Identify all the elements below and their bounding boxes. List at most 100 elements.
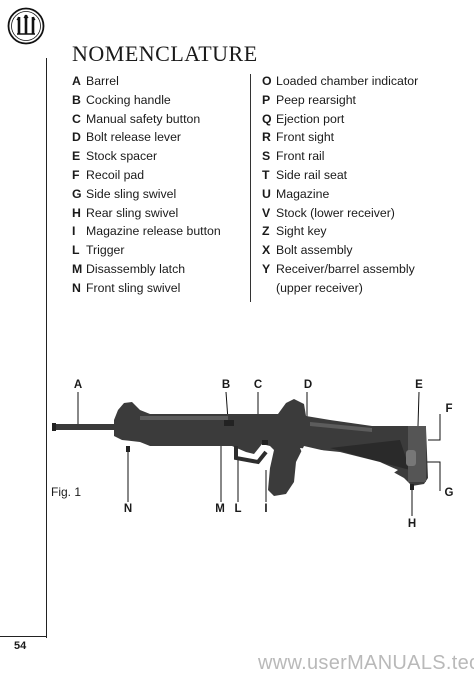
item-letter: I xyxy=(72,224,76,239)
item-text-line-2: (upper receiver) xyxy=(276,280,363,295)
nomenclature-item: N Front sling swivel xyxy=(72,279,247,298)
item-text-line: Ejection port xyxy=(276,111,345,126)
item-text-line: Disassembly latch xyxy=(86,261,186,276)
item-text-line: Side rail seat xyxy=(276,167,348,182)
item-letter: R xyxy=(262,130,271,145)
nomenclature-item: R Front sight xyxy=(262,128,462,147)
callout-e: E xyxy=(415,379,423,391)
item-text-line: Rear sling swivel xyxy=(86,205,179,220)
item-letter: Q xyxy=(262,111,272,126)
nomenclature-item: B Cocking handle xyxy=(72,91,247,110)
item-letter: G xyxy=(72,186,82,201)
item-letter: O xyxy=(262,74,272,88)
callout-f: F xyxy=(445,403,453,415)
nomenclature-item: V Stock (lower receiver) xyxy=(262,204,462,223)
item-letter: L xyxy=(72,243,80,258)
item-text: Peep rearsight xyxy=(276,91,462,110)
item-letter: F xyxy=(72,167,80,182)
item-text-line: Peep rearsight xyxy=(276,92,356,107)
item-text-line: Loaded chamber indicator xyxy=(276,74,419,88)
item-text-line: Magazine release button xyxy=(86,224,221,239)
item-letter: P xyxy=(262,92,271,107)
item-text: Rear sling swivel xyxy=(86,204,247,223)
item-text-line: Magazine xyxy=(276,186,330,201)
item-text-line: Bolt assembly xyxy=(276,243,353,258)
item-letter: Z xyxy=(262,224,270,239)
item-text: Front sight xyxy=(276,128,462,147)
callout-n: N xyxy=(123,503,133,515)
item-text-line: Stock (lower receiver) xyxy=(276,205,395,220)
nomenclature-item: Z Sight key xyxy=(262,222,462,241)
page-margin-rule xyxy=(46,58,47,638)
item-text-line: Cocking handle xyxy=(86,92,171,107)
item-text: Side rail seat xyxy=(276,166,462,185)
nomenclature-item: Y Receiver/barrel assembly (upper receiver… xyxy=(262,260,462,298)
item-text-line: Receiver/barrel assembly xyxy=(276,261,415,276)
item-letter: N xyxy=(72,280,81,295)
item-letter: U xyxy=(262,186,271,201)
nomenclature-item: S Front rail xyxy=(262,147,462,166)
callout-c: C xyxy=(253,379,263,391)
page-title: NOMENCLATURE xyxy=(72,41,258,66)
callout-g: G xyxy=(444,487,454,499)
item-text: Sight key xyxy=(276,222,462,241)
callout-a: A xyxy=(73,379,83,391)
nomenclature-item: U Magazine xyxy=(262,185,462,204)
item-text: Stock (lower receiver) xyxy=(276,204,462,223)
callout-i: I xyxy=(264,503,268,515)
item-text: Disassembly latch xyxy=(86,260,247,279)
item-text: Magazine release button xyxy=(86,222,247,241)
nomenclature-item: D Bolt release lever xyxy=(72,128,247,147)
callout-l: L xyxy=(234,503,242,515)
nomenclature-item: O Loaded chamber indicator xyxy=(262,72,462,91)
callout-h: H xyxy=(407,518,417,530)
item-text: Front sling swivel xyxy=(86,279,247,298)
item-text: Magazine xyxy=(276,185,462,204)
nomenclature-item: A Barrel xyxy=(72,72,247,91)
item-letter: A xyxy=(72,74,81,88)
item-text-line: Front rail xyxy=(276,149,325,164)
item-letter: S xyxy=(262,149,271,164)
item-text: Recoil pad xyxy=(86,166,247,185)
item-text-line: Stock spacer xyxy=(86,149,158,164)
item-text: Cocking handle xyxy=(86,91,247,110)
nomenclature-item: P Peep rearsight xyxy=(262,91,462,110)
item-text: Receiver/barrel assembly (upper receiver) xyxy=(276,260,462,298)
item-text-line: Bolt release lever xyxy=(86,130,182,145)
item-text-line: Front sight xyxy=(276,130,335,145)
figure-label: Fig. 1 xyxy=(51,485,82,499)
page-number: 54 xyxy=(14,640,27,652)
item-text-line: Front sling swivel xyxy=(86,280,181,295)
item-letter: H xyxy=(72,205,81,220)
item-letter: B xyxy=(72,92,81,107)
item-text: Trigger xyxy=(86,241,247,260)
item-text: Barrel xyxy=(86,72,247,91)
item-letter: Y xyxy=(262,261,271,276)
nomenclature-item: Q Ejection port xyxy=(262,110,462,129)
item-text-line: Recoil pad xyxy=(86,167,145,182)
item-text: Stock spacer xyxy=(86,147,247,166)
item-letter: V xyxy=(262,205,271,220)
item-letter: C xyxy=(72,111,81,126)
item-text: Bolt assembly xyxy=(276,241,462,260)
footer-rule xyxy=(0,636,46,637)
item-text: Loaded chamber indicator xyxy=(276,72,462,91)
column-divider xyxy=(250,74,251,302)
item-letter: T xyxy=(262,167,270,182)
nomenclature-item: H Rear sling swivel xyxy=(72,204,247,223)
item-text-line: Sight key xyxy=(276,224,327,239)
callout-m: M xyxy=(215,503,225,515)
nomenclature-item: F Recoil pad xyxy=(72,166,247,185)
item-letter: D xyxy=(72,130,81,145)
nomenclature-item: T Side rail seat xyxy=(262,166,462,185)
item-text: Manual safety button xyxy=(86,110,247,129)
nomenclature-item: L Trigger xyxy=(72,241,247,260)
item-text: Front rail xyxy=(276,147,462,166)
